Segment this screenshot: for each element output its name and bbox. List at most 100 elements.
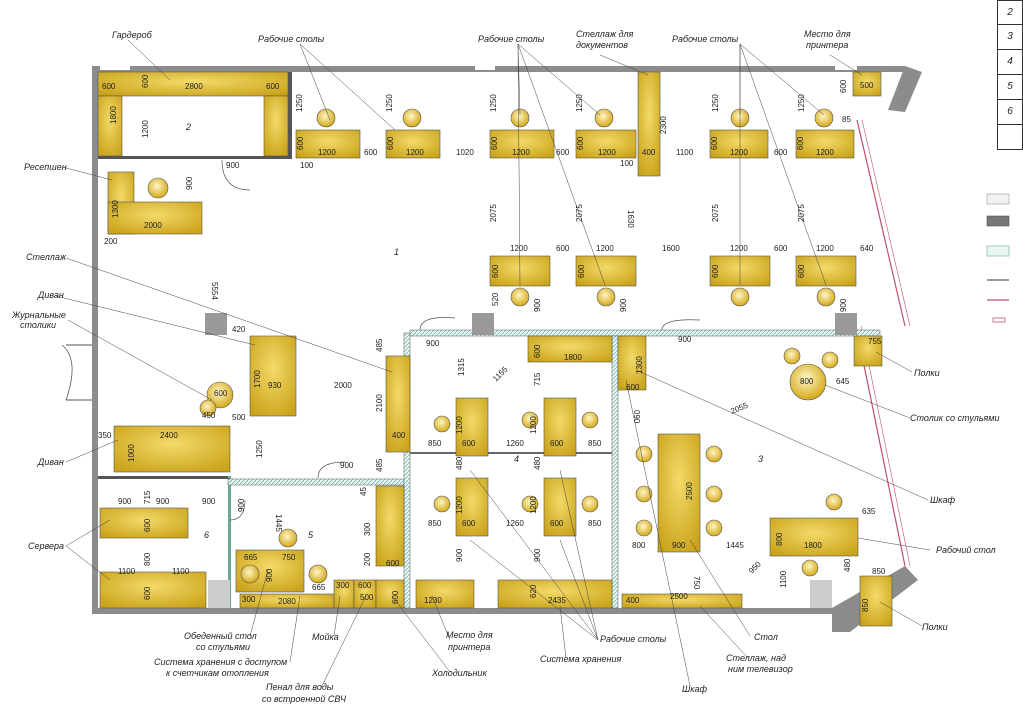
dim-label: 900 bbox=[455, 548, 464, 562]
dim-label: 1800 bbox=[804, 541, 822, 550]
dim-label: 1200 bbox=[598, 148, 616, 157]
dim-label: 600 bbox=[550, 519, 564, 528]
dim-label: 1200 bbox=[529, 496, 538, 514]
dim-label: 600 bbox=[296, 136, 305, 150]
label-dining-2: со стульями bbox=[196, 642, 250, 652]
dim-label: 1260 bbox=[506, 519, 524, 528]
label-table: Стол bbox=[754, 632, 778, 642]
dim-label: 480 bbox=[455, 456, 464, 470]
dim-label: 950 bbox=[747, 559, 763, 575]
label-fridge: Холодильник bbox=[431, 668, 487, 678]
label-coffee-1: Журнальные bbox=[11, 310, 66, 320]
dim-label: 600 bbox=[576, 136, 585, 150]
dim-label: 635 bbox=[862, 507, 876, 516]
dim-label: 1200 bbox=[730, 244, 748, 253]
label-sink: Мойка bbox=[312, 632, 339, 642]
dim-label: 200 bbox=[104, 237, 118, 246]
dim-label: 750 bbox=[282, 553, 296, 562]
dim-label: 2075 bbox=[711, 204, 720, 222]
dim-label: 500 bbox=[232, 413, 246, 422]
dim-label: 100 bbox=[300, 161, 314, 170]
dim-label: 600 bbox=[102, 82, 116, 91]
dim-label: 930 bbox=[268, 381, 282, 390]
dim-label: 800 bbox=[632, 541, 646, 550]
dim-label: 600 bbox=[774, 244, 788, 253]
dim-label: 400 bbox=[626, 596, 640, 605]
dim-label: 900 bbox=[202, 497, 216, 506]
dim-label: 1630 bbox=[626, 210, 635, 228]
label-doc-rack-1: Стеллаж для bbox=[576, 29, 634, 39]
label-rack: Стеллаж bbox=[26, 252, 67, 262]
dim-label: 600 bbox=[391, 590, 400, 604]
swatch-window bbox=[992, 317, 1006, 323]
label-servers: Сервера bbox=[28, 541, 64, 551]
leader-lines bbox=[55, 39, 931, 691]
label-sofa-1: Диван bbox=[37, 290, 64, 300]
dim-label: 5554 bbox=[210, 282, 219, 300]
dim-label: 45 bbox=[359, 487, 368, 496]
label-dining-1: Обеденный стол bbox=[184, 631, 257, 641]
dim-label: 1200 bbox=[455, 416, 464, 434]
legend-row: 6 bbox=[997, 100, 1023, 125]
dim-label: 1600 bbox=[662, 244, 680, 253]
room-number-4: 4 bbox=[514, 454, 519, 464]
dim-label: 420 bbox=[232, 325, 246, 334]
label-sofa-2: Диван bbox=[37, 457, 64, 467]
dim-label: 1200 bbox=[141, 120, 150, 138]
dim-label: 600 bbox=[462, 519, 476, 528]
dim-label: 1200 bbox=[318, 148, 336, 157]
dim-label: 1315 bbox=[457, 358, 466, 376]
dim-label: 600 bbox=[797, 264, 806, 278]
dim-label: 755 bbox=[868, 337, 882, 346]
dim-label: 1250 bbox=[711, 94, 720, 112]
room-number-3: 3 bbox=[758, 454, 763, 464]
dim-label: 1100 bbox=[779, 570, 788, 588]
dim-label: 1250 bbox=[489, 94, 498, 112]
dim-label: 900 bbox=[340, 461, 354, 470]
dim-label: 300 bbox=[363, 522, 372, 536]
dim-label: 2500 bbox=[670, 592, 688, 601]
label-tv-rack-2: ним телевизор bbox=[728, 664, 793, 674]
dim-label: 2000 bbox=[144, 221, 162, 230]
label-coffee-2: столики bbox=[20, 320, 56, 330]
label-tv-rack-1: Стеллаж, над bbox=[726, 653, 786, 663]
dim-label: 900 bbox=[533, 548, 542, 562]
dim-label: 2075 bbox=[797, 204, 806, 222]
dim-label: 500 bbox=[360, 593, 374, 602]
dim-label: 900 bbox=[265, 568, 274, 582]
swatch-wall-light bbox=[986, 193, 1010, 205]
dim-label: 2000 bbox=[334, 381, 352, 390]
dim-label: 500 bbox=[860, 81, 874, 90]
label-printer-2: принтера bbox=[806, 40, 848, 50]
dim-label: 100 bbox=[620, 159, 634, 168]
label-printer2-1: Место для bbox=[446, 630, 493, 640]
dim-label: 1100 bbox=[172, 567, 190, 576]
legend-row: 3 bbox=[997, 25, 1023, 50]
swatch-wall-dark bbox=[986, 215, 1010, 227]
dim-label: 2435 bbox=[548, 596, 566, 605]
walls bbox=[61, 66, 922, 632]
dim-label: 1250 bbox=[385, 94, 394, 112]
dim-label: 85 bbox=[842, 115, 851, 124]
dim-label: 480 bbox=[843, 558, 852, 572]
label-work-table: Рабочий стол bbox=[936, 545, 996, 555]
dim-label: 900 bbox=[226, 161, 240, 170]
dim-label: 300 bbox=[336, 581, 350, 590]
dim-label: 600 bbox=[358, 581, 372, 590]
dim-label: 600 bbox=[266, 82, 280, 91]
room-number-1: 1 bbox=[394, 247, 399, 257]
dim-label: 485 bbox=[375, 338, 384, 352]
furniture bbox=[97, 71, 893, 627]
label-table-chairs: Столик со стульями bbox=[910, 413, 1000, 423]
label-garderob: Гардероб bbox=[112, 30, 153, 40]
dim-label: 2075 bbox=[575, 204, 584, 222]
dim-label: 600 bbox=[796, 136, 805, 150]
legend-row: 5 bbox=[997, 75, 1023, 100]
dim-label: 600 bbox=[577, 264, 586, 278]
dim-label: 800 bbox=[800, 377, 814, 386]
dim-label: 900 bbox=[672, 541, 686, 550]
dim-label: 600 bbox=[364, 148, 378, 157]
legend-row: 4 bbox=[997, 50, 1023, 75]
dim-label: 715 bbox=[533, 372, 542, 386]
dim-label: 600 bbox=[490, 136, 499, 150]
